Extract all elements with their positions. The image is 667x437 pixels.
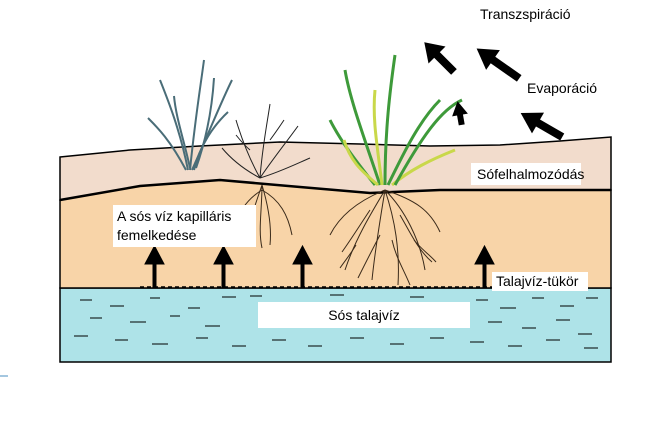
capillary-rise-arrows — [144, 244, 495, 289]
grass-clump — [328, 54, 463, 187]
capillary-arrow — [474, 244, 495, 289]
capillary-rise-label: A sós víz kapilláris femelkedése — [113, 205, 256, 247]
evaporation-arrow — [520, 112, 565, 141]
vapor-arrows — [424, 42, 565, 141]
evaporation-label: Evaporáció — [527, 80, 598, 96]
water-table-label: Talajvíz-tükör — [492, 272, 589, 291]
evaporation-arrow — [452, 101, 468, 126]
saline-groundwater-label: Sós talajvíz — [258, 302, 470, 328]
groundwater-ripples — [74, 294, 598, 349]
salt-accumulation-label: Sófelhalmozódás — [471, 163, 584, 185]
transpiration-arrow — [424, 42, 457, 75]
transpiration-label: Transzspiráció — [480, 6, 571, 22]
capillary-arrow — [144, 244, 165, 289]
transpiration-arrow — [476, 48, 522, 82]
shrub-left — [147, 59, 233, 171]
capillary-arrow — [292, 244, 313, 289]
capillary-arrow — [213, 244, 234, 289]
soil-boundary-line — [59, 178, 611, 202]
dry-shrub — [221, 103, 311, 179]
